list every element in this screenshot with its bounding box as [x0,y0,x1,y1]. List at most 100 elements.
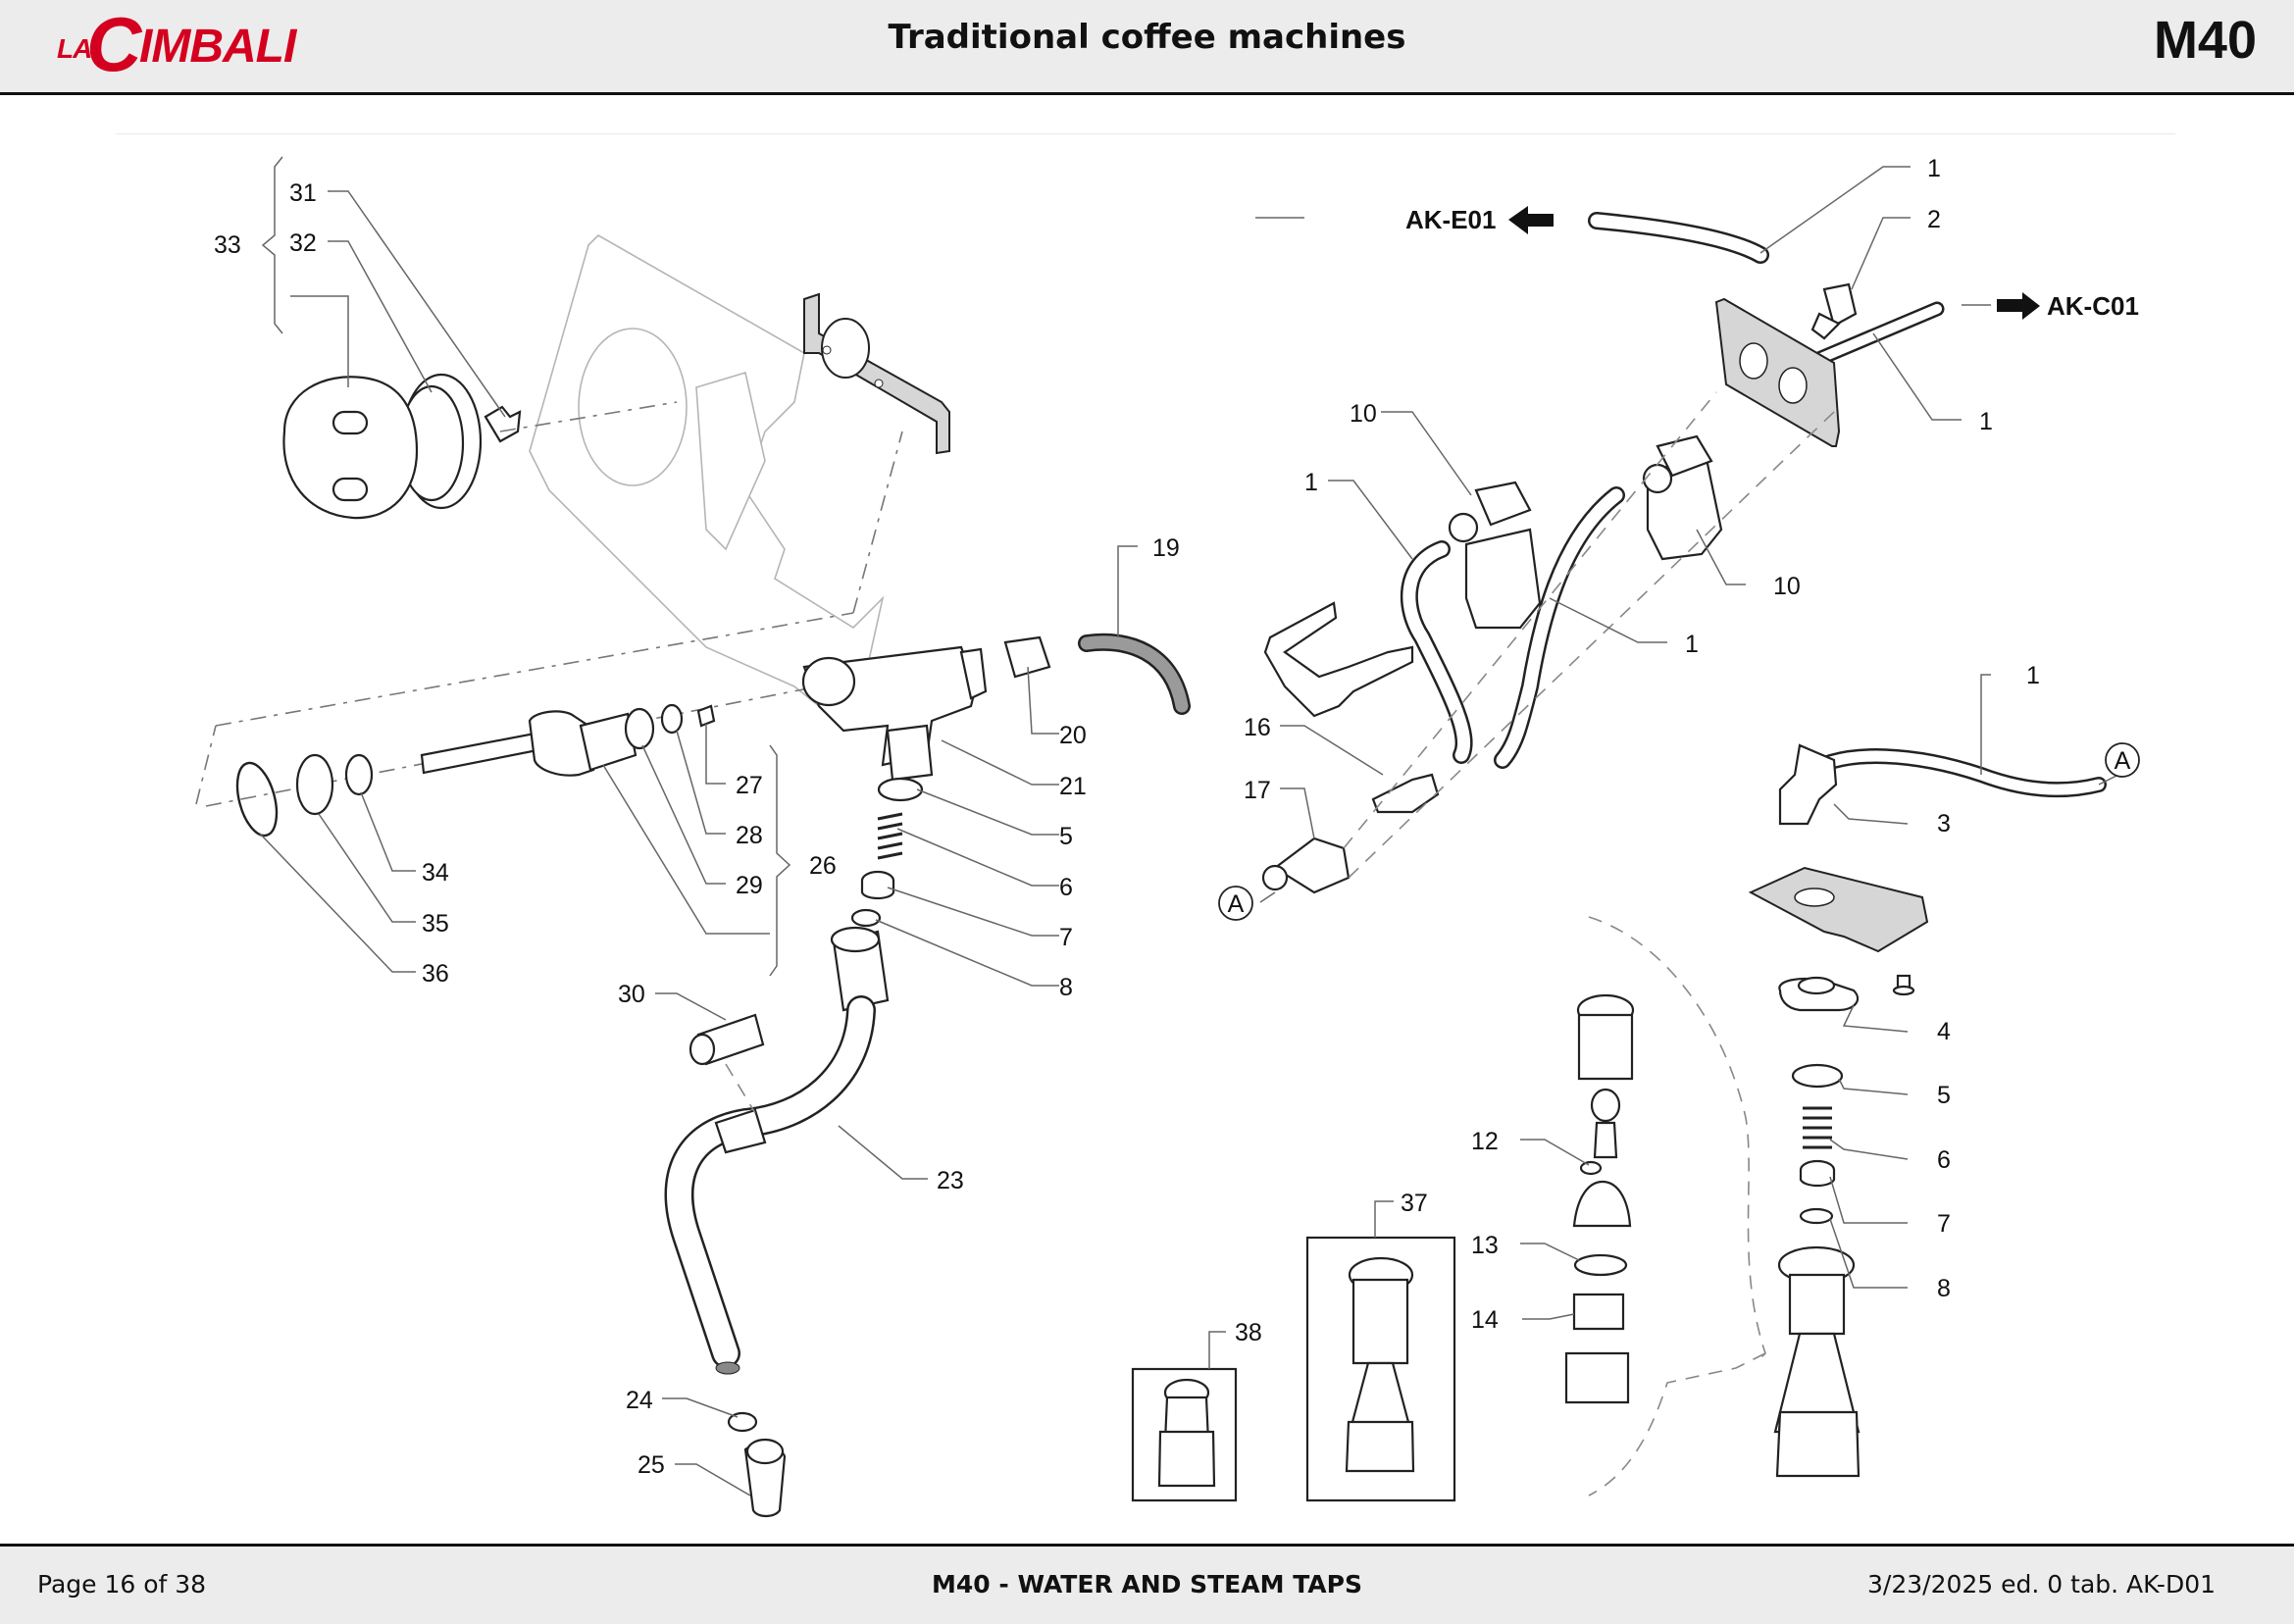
assembly-axis [852,431,903,614]
spindle-part-29 [420,710,637,777]
callout-35: 35 [422,910,449,938]
callout-13: 13 [1471,1232,1499,1259]
reference-label-ak-e01: AK-E01 [1405,205,1496,234]
page-footer: Page 16 of 38 M40 - WATER AND STEAM TAPS… [0,1544,2294,1624]
filter-part-14 [1572,1293,1625,1331]
washer-part-27 [660,703,684,735]
callout-21: 21 [1059,773,1087,800]
steam-wand-part-23 [664,926,890,1375]
callout-7: 7 [1937,1210,1951,1238]
nut-part-20 [1003,635,1051,679]
logo-la: LA [57,33,92,64]
callout-25: 25 [637,1451,665,1479]
oring-part-12 [1579,1160,1603,1176]
callout-labels: 1 2 1 10 1 10 1 16 17 1 3 4 5 6 7 8 12 1… [214,155,2040,1479]
callout-17: 17 [1244,777,1271,804]
reference-label-ak-c01: AK-C01 [2047,291,2139,321]
seat-part-7-left [860,870,895,900]
panel-ghost [529,234,885,728]
screw-part [1892,974,1915,996]
spring-part-6-right [1803,1106,1832,1149]
logo-c: C [86,1,142,87]
callout-31: 31 [289,179,317,207]
oring-part-8-right [1799,1207,1834,1225]
clip-part-31 [484,405,522,443]
callout-33: 33 [214,231,241,259]
callout-7: 7 [1059,924,1073,951]
nozzle-part-37 [1345,1256,1415,1473]
assembly-axis [1348,411,1835,879]
callout-8: 8 [1059,974,1073,1001]
callout-1: 1 [1979,408,1993,435]
reference-arrow-ak-c01: AK-C01 [1997,291,2139,321]
callout-36: 36 [422,960,449,988]
assembly-axis [215,612,854,727]
mounting-plate [1714,297,1841,447]
callout-1: 1 [1927,155,1941,182]
water-tap-body [1773,1245,1861,1478]
oring-part-8-left [850,908,882,928]
washer-part-35 [295,753,334,816]
arrow-left-icon [1508,206,1554,234]
pin-part-27 [696,704,716,728]
callout-6: 6 [1937,1146,1951,1174]
elbow-part-2 [1810,282,1858,340]
gasket-part-13 [1573,1253,1628,1277]
nozzle-assembly-exploded [1564,993,1635,1404]
callout-38: 38 [1235,1319,1262,1346]
callout-1: 1 [2026,662,2040,689]
washer-part-34 [344,753,374,796]
connection-marker-label: A [1228,890,1245,918]
reducer-part-16 [1371,773,1440,814]
callout-2: 2 [1927,206,1941,233]
callout-27: 27 [736,772,763,799]
leader-lines [259,166,2119,1497]
solenoid-valve-part-10-left [1448,481,1542,630]
nozzle-part-25 [743,1438,787,1518]
callout-14: 14 [1471,1306,1499,1334]
y-connector-part-17 [1261,837,1351,894]
flange-part-4 [1778,976,1860,1012]
edition-reference: 3/23/2025 ed. 0 tab. AK-D01 [1867,1570,2216,1599]
callout-26: 26 [809,852,837,880]
callout-32: 32 [289,229,317,257]
mounting-bracket-lower [1748,866,1929,953]
assembly-axis [725,1063,756,1114]
seat-part-7-right [1799,1159,1836,1188]
callout-37: 37 [1401,1190,1428,1217]
callout-10: 10 [1773,573,1801,600]
circlip-part-36 [235,761,279,837]
clamp-part [1263,601,1414,718]
callout-6: 6 [1059,874,1073,901]
filter-part-38 [1157,1378,1216,1488]
callout-34: 34 [422,859,449,887]
gasket-part-5-left [877,777,924,802]
callout-30: 30 [618,981,645,1008]
callout-29: 29 [736,872,763,899]
document-title: Traditional coffee machines [888,18,1406,57]
group-brace-26 [769,744,791,977]
tap-body-part-21 [801,645,988,782]
section-title: M40 - WATER AND STEAM TAPS [932,1570,1362,1599]
assembly-axis [195,725,217,805]
callout-3: 3 [1937,810,1951,837]
bracket-plate [803,292,950,455]
assembly-axis [499,401,678,432]
solenoid-valve-part-10-right [1642,434,1723,561]
divider [116,133,2175,134]
callout-19: 19 [1152,534,1180,562]
callout-5: 5 [1059,823,1073,850]
callout-4: 4 [1937,1018,1951,1045]
oring-part-24 [727,1411,758,1433]
reference-arrow-ak-e01: AK-E01 [1405,205,1554,234]
knob-part-33 [282,373,483,520]
elbow-part-3 [1778,743,1838,826]
callout-20: 20 [1059,722,1087,749]
page-header: LA C IMBALI Traditional coffee machines … [0,0,2294,95]
callout-23: 23 [937,1167,964,1194]
callout-10: 10 [1350,400,1377,428]
connection-marker-label: A [2115,747,2131,775]
callout-12: 12 [1471,1128,1499,1155]
arrow-right-icon [1997,292,2040,320]
